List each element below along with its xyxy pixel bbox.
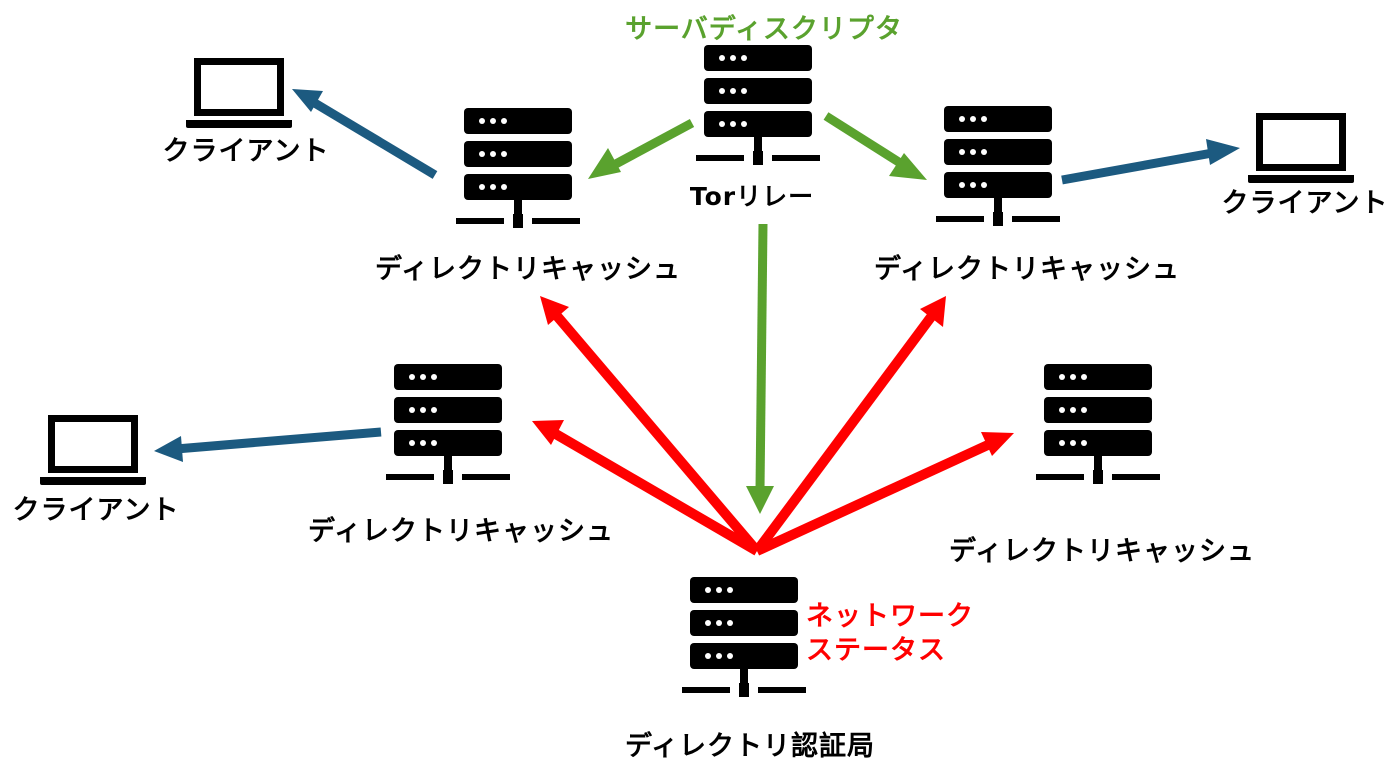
- consensus-arrowhead: [540, 296, 569, 325]
- tor-relay-server-icon: [696, 45, 820, 165]
- descriptor-arrow: [609, 119, 695, 170]
- directory-authority-server-icon: [682, 577, 806, 697]
- client-laptop-icon: [186, 58, 292, 128]
- descriptor-label: サーバディスクリプタ: [625, 14, 903, 45]
- consensus-arrowhead: [981, 432, 1014, 456]
- consensus-arrows: [532, 296, 1014, 556]
- client-laptop-icon: [1248, 113, 1354, 183]
- directory-cache-server-icon: [936, 106, 1060, 226]
- directory-cache-server-icon: [456, 108, 580, 228]
- client-link-arrowhead: [154, 436, 183, 462]
- consensus-arrow: [752, 314, 936, 554]
- consensus-arrow: [551, 428, 760, 556]
- descriptor-arrowhead: [889, 153, 927, 180]
- consensus-arrowhead: [532, 420, 564, 445]
- descriptor-arrowhead: [746, 486, 774, 514]
- network-status-line2: ステータス: [806, 634, 946, 666]
- client-link-arrow: [1061, 147, 1219, 185]
- client-label: クライアント: [1221, 188, 1389, 219]
- descriptor-arrows: [588, 112, 927, 514]
- directory-cache-server-icon: [386, 364, 510, 484]
- directory-cache-label: ディレクトリキャッシュ: [948, 536, 1256, 567]
- directory-cache-server-icon: [1036, 364, 1160, 484]
- descriptor-arrow: [823, 112, 908, 170]
- client-link-arrow: [305, 95, 438, 179]
- consensus-arrow: [553, 312, 761, 555]
- network-status-line1: ネットワーク: [806, 601, 974, 632]
- directory-cache-label: ディレクトリキャッシュ: [873, 254, 1181, 285]
- client-link-arrowhead: [1206, 139, 1240, 165]
- client-link-arrows: [154, 89, 1240, 462]
- descriptor-arrowhead: [588, 148, 621, 179]
- descriptor-arrow: [755, 223, 768, 491]
- client-laptop-icon: [40, 415, 146, 485]
- client-link-arrow: [175, 427, 382, 454]
- consensus-arrow: [754, 439, 993, 556]
- client-label: クライアント: [12, 495, 180, 526]
- tor-relay-label: Torリレー: [689, 182, 815, 211]
- directory-cache-label: ディレクトリキャッシュ: [374, 254, 682, 285]
- consensus-arrowhead: [920, 296, 946, 327]
- directory-cache-label: ディレクトリキャッシュ: [307, 516, 615, 547]
- client-label: クライアント: [162, 136, 330, 167]
- client-link-arrowhead: [292, 89, 323, 112]
- directory-authority-label: ディレクトリ認証局: [624, 731, 876, 762]
- network-status-label: ネットワーク ステータス: [806, 600, 974, 668]
